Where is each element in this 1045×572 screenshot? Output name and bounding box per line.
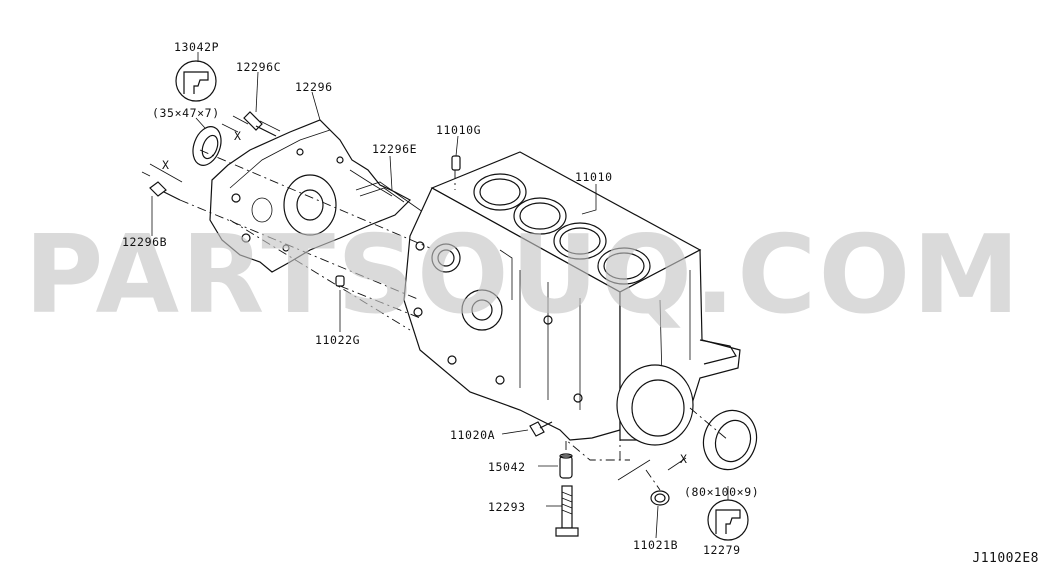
x-dimension-marks xyxy=(141,115,687,481)
plug-11021B[interactable] xyxy=(650,490,670,506)
seal-section-detail-12279 xyxy=(707,499,749,541)
leader-lines xyxy=(151,52,729,539)
label-12296E[interactable]: 12296E xyxy=(372,142,418,156)
label-15042[interactable]: 15042 xyxy=(488,460,526,474)
plug-11020A[interactable] xyxy=(529,421,553,437)
label-12296B[interactable]: 12296B xyxy=(122,235,168,249)
front-oil-seal-13042P[interactable] xyxy=(188,123,226,169)
x-mark-right: X xyxy=(680,452,688,466)
label-11021B[interactable]: 11021B xyxy=(633,538,679,552)
front-cover-12296[interactable] xyxy=(209,119,411,273)
dowel-15042[interactable] xyxy=(559,453,573,479)
label-12279-size: (80×100×9) xyxy=(684,485,760,499)
diagram-code: J11002E8 xyxy=(972,551,1039,566)
label-12296[interactable]: 12296 xyxy=(295,80,333,94)
x-mark-left: X xyxy=(162,158,170,172)
label-11010G[interactable]: 11010G xyxy=(436,123,482,137)
dowel-pin-11010G[interactable] xyxy=(451,155,461,171)
rear-oil-seal-12279[interactable] xyxy=(695,403,764,477)
label-12293[interactable]: 12293 xyxy=(488,500,526,514)
x-mark-top: X xyxy=(234,129,242,143)
label-12296C[interactable]: 12296C xyxy=(236,60,282,74)
assembly-lines xyxy=(179,149,729,491)
label-11022G[interactable]: 11022G xyxy=(315,333,361,347)
seal-section-detail-13042P xyxy=(175,60,217,102)
bolt-12296C[interactable] xyxy=(243,111,281,137)
label-13042P-size: (35×47×7) xyxy=(152,106,220,120)
bolt-12293[interactable] xyxy=(555,485,579,537)
label-11010[interactable]: 11010 xyxy=(575,170,613,184)
label-13042P[interactable]: 13042P xyxy=(174,40,220,54)
label-11020A[interactable]: 11020A xyxy=(450,428,496,442)
watermark: PARTSOUQ.COM xyxy=(24,213,1022,338)
label-12279[interactable]: 12279 xyxy=(703,543,741,557)
cylinder-block-11010[interactable] xyxy=(403,151,741,446)
bolt-12296B[interactable] xyxy=(149,181,181,201)
